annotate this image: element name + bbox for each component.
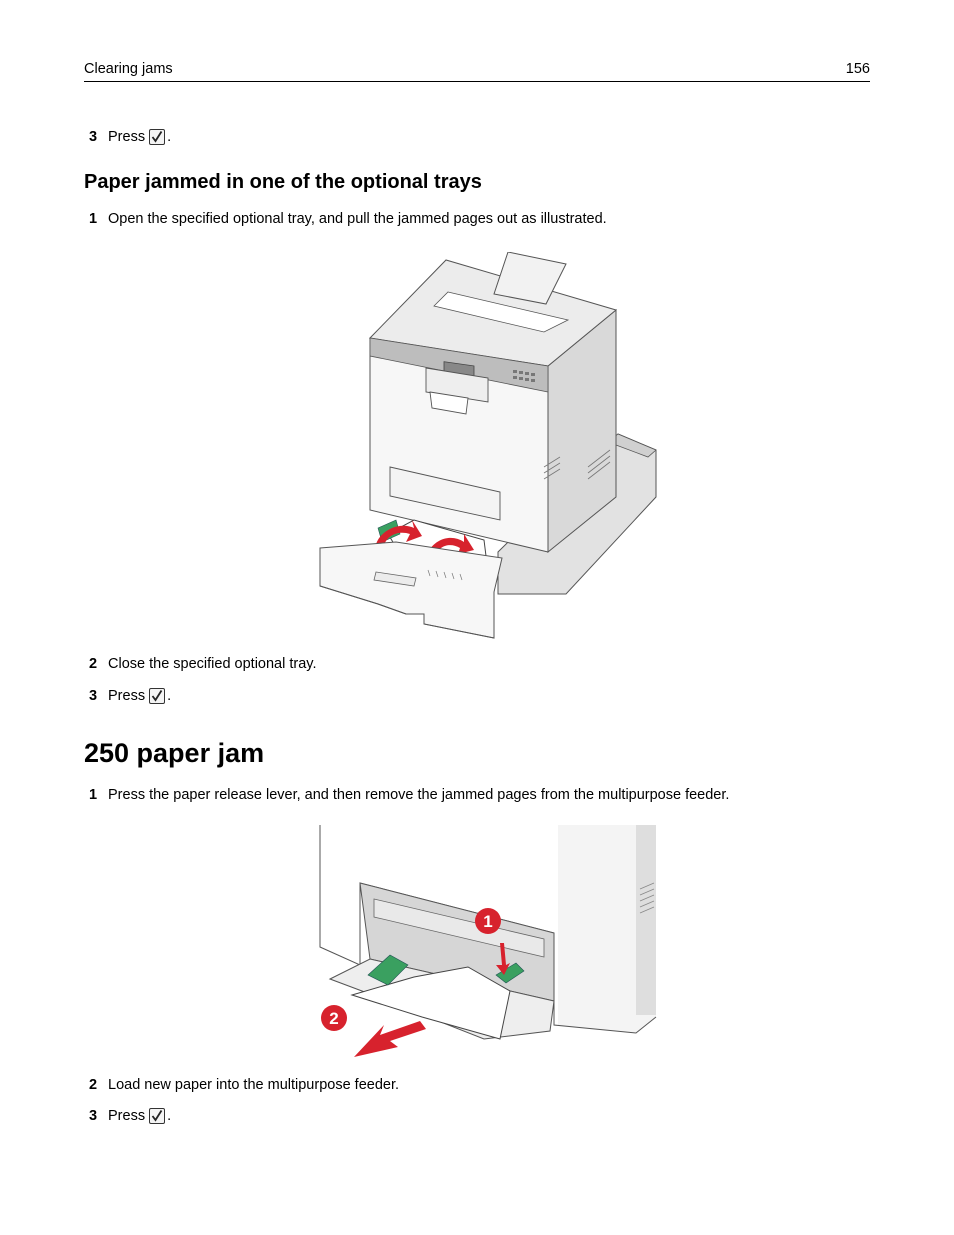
step-press-check-middle: 3 Press . xyxy=(89,687,171,705)
step-text: Load new paper into the multipurpose fee… xyxy=(108,1077,400,1093)
step-number: 3 xyxy=(89,1108,98,1124)
check-button-icon xyxy=(149,129,166,145)
step-number: 2 xyxy=(89,656,98,672)
step-open-tray: 1 Open the specified optional tray, and … xyxy=(89,210,607,228)
section-heading-optional-trays: Paper jammed in one of the optional tray… xyxy=(84,171,482,193)
header-rule xyxy=(84,81,870,82)
step-text: Press xyxy=(108,1108,146,1124)
step-number: 2 xyxy=(89,1077,98,1093)
step-close-tray: 2 Close the specified optional tray. xyxy=(89,655,317,673)
section-heading-250-paper-jam: 250 paper jam xyxy=(84,738,265,768)
step-press-check-bottom: 3 Press . xyxy=(89,1107,171,1125)
multipurpose-feeder-illustration: 1 2 xyxy=(319,825,657,1057)
step-suffix: . xyxy=(167,1108,172,1124)
step-number: 3 xyxy=(89,688,98,704)
step-number: 3 xyxy=(89,129,98,145)
step-text: Press xyxy=(108,688,146,704)
page-header-left: Clearing jams xyxy=(84,61,173,77)
step-text: Press xyxy=(108,129,146,145)
step-number: 1 xyxy=(89,787,98,803)
step-suffix: . xyxy=(167,688,172,704)
step-text: Open the specified optional tray, and pu… xyxy=(108,211,607,227)
callout-2: 2 xyxy=(329,1009,338,1028)
step-text: Close the specified optional tray. xyxy=(108,656,317,672)
step-press-release-lever: 1 Press the paper release lever, and the… xyxy=(89,786,729,804)
check-button-icon xyxy=(149,688,166,704)
step-number: 1 xyxy=(89,211,98,227)
printer-tray-illustration xyxy=(319,252,657,639)
callout-1: 1 xyxy=(483,912,492,931)
step-text: Press the paper release lever, and then … xyxy=(108,787,730,803)
step-press-check-top: 3 Press . xyxy=(89,128,171,146)
check-button-icon xyxy=(149,1108,166,1124)
page-number: 156 xyxy=(845,61,870,77)
step-load-paper: 2 Load new paper into the multipurpose f… xyxy=(89,1076,399,1094)
step-suffix: . xyxy=(167,129,172,145)
